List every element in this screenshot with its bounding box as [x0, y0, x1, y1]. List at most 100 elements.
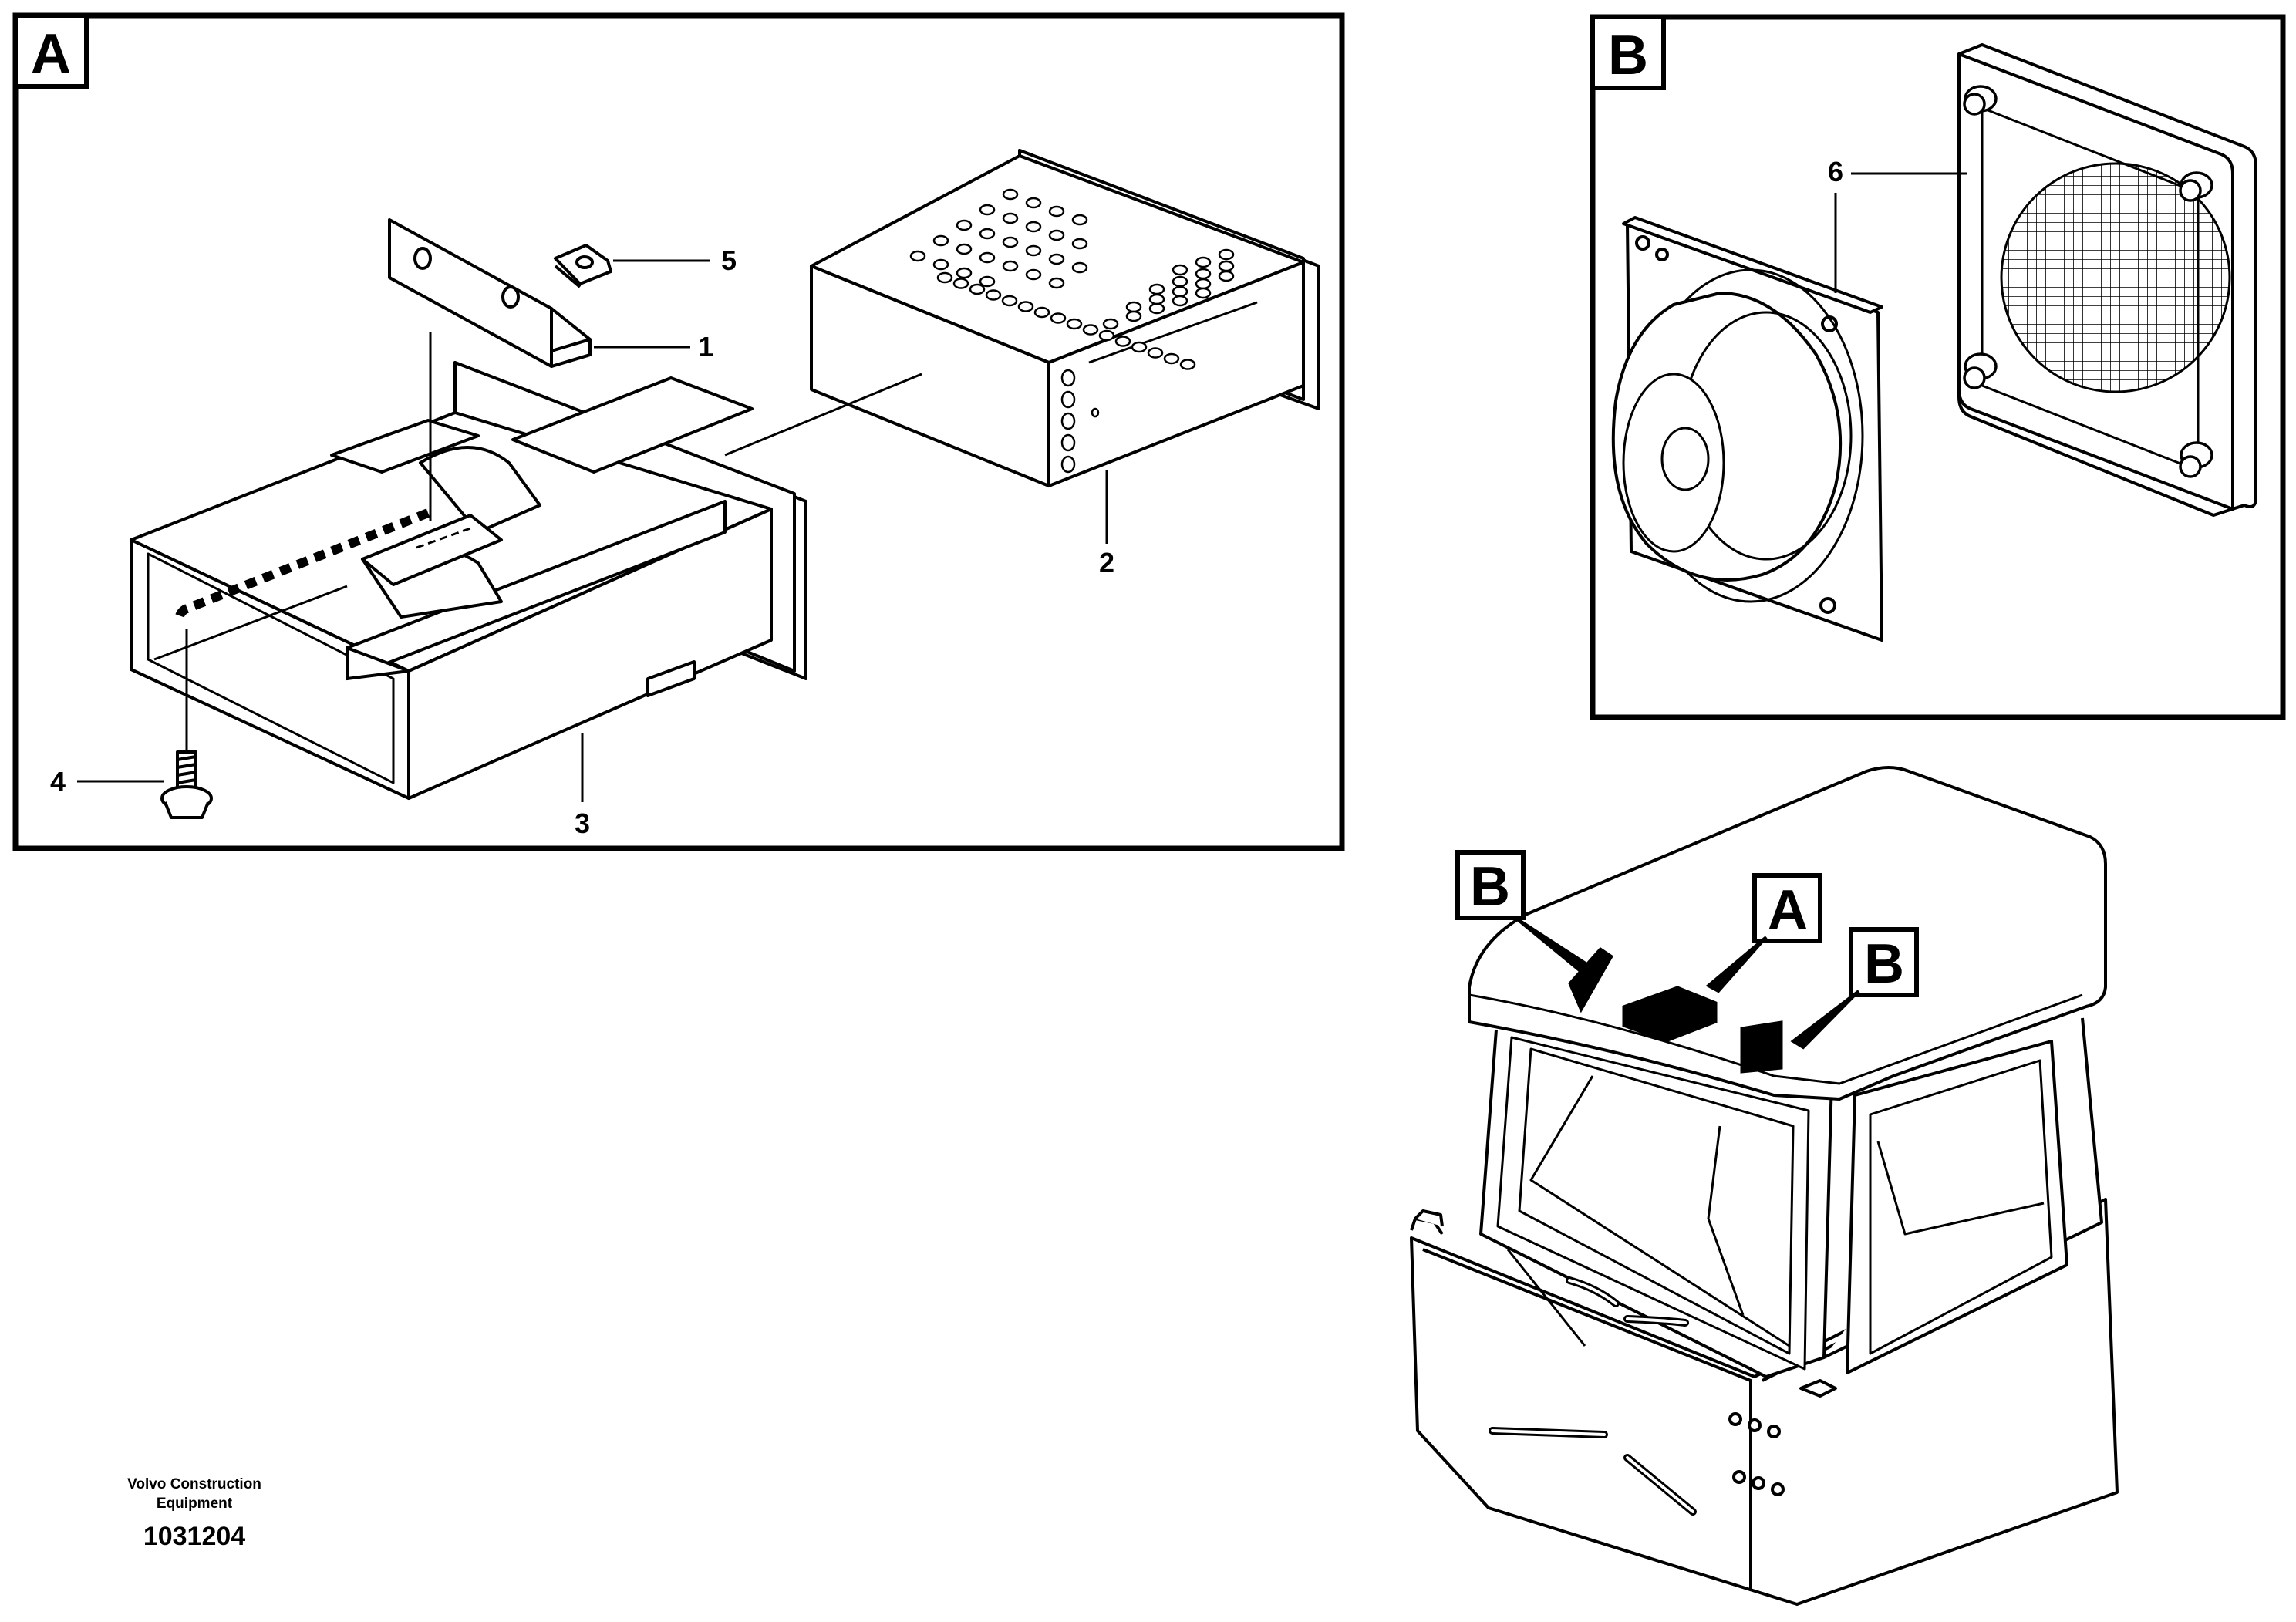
panel-a: A — [12, 12, 1345, 851]
vent-hole — [1002, 260, 1019, 272]
vent-hole — [952, 278, 969, 289]
vent-hole — [1148, 293, 1165, 305]
vent-hole — [1195, 268, 1212, 280]
cab-marker-b-left: B — [1470, 856, 1510, 918]
bracket — [388, 218, 592, 368]
vent-hole — [1071, 261, 1088, 274]
vent-hole — [1071, 214, 1088, 226]
vent-hole — [1002, 188, 1019, 201]
vent-hole — [1048, 277, 1065, 289]
speaker — [1611, 216, 1883, 642]
vent-hole — [1172, 275, 1188, 288]
vent-hole — [1025, 244, 1042, 257]
vent-hole — [1048, 253, 1065, 265]
panel-b-frame — [1590, 14, 2286, 720]
vent-hole — [979, 251, 996, 264]
vent-hole — [956, 267, 973, 279]
clip-nut — [554, 244, 612, 288]
roof-speaker-right — [1740, 1020, 1783, 1074]
vent-hole — [1102, 318, 1119, 330]
callout-2: 2 — [1099, 547, 1114, 578]
vent-hole — [1218, 270, 1235, 282]
vent-hole — [1071, 238, 1088, 250]
company-line-2: Equipment — [157, 1496, 233, 1512]
callout-4: 4 — [50, 766, 66, 798]
vent-hole — [969, 283, 986, 295]
vent-hole — [1148, 283, 1165, 295]
panel-b: B — [1590, 14, 2286, 720]
vent-hole — [936, 271, 953, 284]
vent-hole — [1002, 236, 1019, 248]
vent-hole — [1172, 285, 1188, 298]
speaker-grille — [1957, 43, 2257, 517]
vent-hole — [1066, 318, 1083, 330]
radio-vent-holes — [909, 188, 1235, 370]
vent-hole — [979, 275, 996, 288]
vent-hole — [1172, 295, 1188, 307]
vent-hole — [1082, 324, 1099, 336]
screw — [160, 750, 213, 819]
cab-markers: B A B — [1455, 850, 1919, 1050]
cab-marker-b-right: B — [1864, 933, 1904, 995]
leader-lines-a — [77, 259, 1108, 802]
vent-hole — [979, 204, 996, 216]
vent-hole — [1131, 341, 1148, 353]
vent-hole — [1114, 336, 1131, 347]
vent-hole — [1017, 301, 1034, 312]
roof-parts — [1568, 947, 1783, 1074]
panel-a-letter-box — [13, 13, 89, 89]
vent-hole — [932, 234, 949, 247]
vent-hole — [1195, 278, 1212, 290]
vent-hole — [1048, 229, 1065, 241]
grille-screws — [1963, 85, 2213, 478]
company-line-1: Volvo Construction — [127, 1476, 261, 1492]
vent-hole — [985, 289, 1002, 301]
callout-5: 5 — [721, 244, 737, 276]
roof-speaker-left — [1568, 947, 1613, 1013]
vent-hole — [1050, 312, 1067, 324]
roof-radio-unit — [1622, 986, 1718, 1043]
vent-hole — [909, 250, 926, 262]
callout-6: 6 — [1828, 156, 1843, 187]
panel-a-frame — [12, 12, 1345, 851]
vent-hole — [932, 258, 949, 271]
radio-housing — [130, 361, 807, 800]
drawing-number: 1031204 — [143, 1522, 245, 1551]
cab-marker-a: A — [1768, 879, 1808, 941]
vent-hole — [1033, 306, 1050, 319]
vent-hole — [1025, 197, 1042, 209]
housing-dashes — [174, 508, 430, 622]
vent-hole — [1148, 302, 1165, 315]
callout-3: 3 — [575, 808, 590, 839]
vent-hole — [1125, 301, 1142, 313]
housing-dash-line — [416, 527, 471, 549]
vent-hole — [1002, 212, 1019, 224]
vent-hole — [979, 228, 996, 240]
vent-hole — [1048, 205, 1065, 218]
vent-hole — [1163, 352, 1180, 365]
vent-hole — [1218, 248, 1235, 261]
panel-b-letter: B — [1608, 25, 1648, 86]
panel-b-letter-box — [1590, 15, 1666, 90]
vent-hole — [1179, 359, 1196, 370]
vent-hole — [1147, 347, 1164, 359]
radio-side-holes — [1060, 369, 1100, 474]
vent-hole — [1001, 295, 1018, 307]
vent-hole — [1125, 310, 1142, 322]
vent-hole — [1098, 329, 1115, 342]
vent-hole — [1218, 260, 1235, 272]
vent-hole — [1172, 264, 1188, 276]
vent-hole — [1025, 268, 1042, 281]
cab-marker-b-left-box — [1455, 850, 1526, 920]
vent-hole — [1195, 256, 1212, 268]
vent-hole — [956, 219, 973, 231]
vent-hole — [1195, 287, 1212, 299]
footer: Volvo Construction Equipment 1031204 — [127, 1476, 261, 1551]
callout-1: 1 — [698, 331, 713, 363]
cab-marker-a-box — [1752, 873, 1822, 943]
vent-hole — [956, 243, 973, 255]
panel-a-letter: A — [31, 23, 71, 85]
leader-lines-b — [1834, 172, 1967, 293]
vent-hole — [1025, 221, 1042, 233]
